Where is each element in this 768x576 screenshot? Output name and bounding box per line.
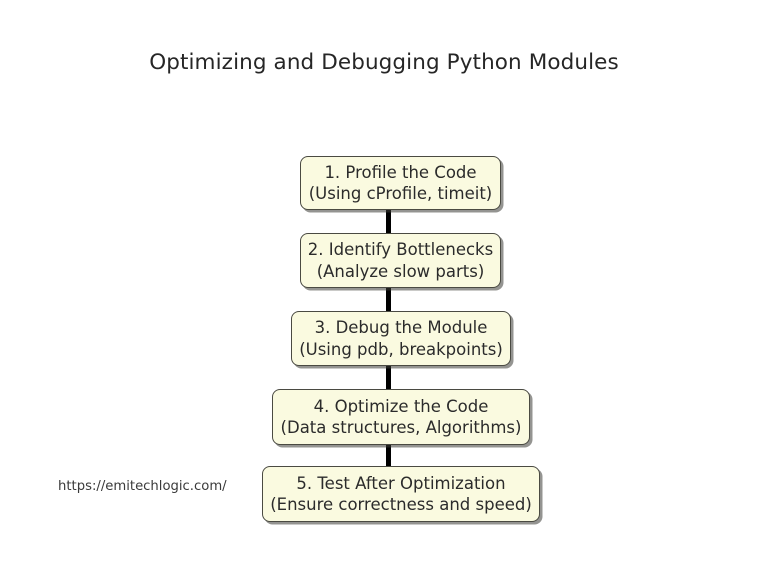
flow-node-step-1[interactable]: 1. Profile the Code (Using cProfile, tim… [300, 156, 501, 210]
flow-node-step-1-secondary-label: (Using cProfile, timeit) [308, 184, 493, 203]
connector-step-2-to-step-3 [386, 286, 391, 313]
flow-node-step-3[interactable]: 3. Debug the Module (Using pdb, breakpoi… [291, 311, 511, 366]
flow-node-step-5-primary-label: 5. Test After Optimization [296, 473, 506, 493]
flow-node-step-2[interactable]: 2. Identify Bottlenecks (Analyze slow pa… [300, 233, 501, 288]
flow-node-step-5[interactable]: 5. Test After Optimization (Ensure corre… [262, 466, 540, 522]
flow-node-step-3-secondary-label: (Using pdb, breakpoints) [299, 339, 503, 359]
connector-step-3-to-step-4 [386, 364, 391, 391]
flow-node-step-1-primary-label: 1. Profile the Code [324, 162, 477, 182]
flow-node-step-4[interactable]: 4. Optimize the Code (Data structures, A… [272, 389, 530, 445]
flow-node-step-4-primary-label: 4. Optimize the Code [313, 396, 489, 416]
page-title: Optimizing and Debugging Python Modules [149, 50, 619, 75]
flow-node-step-5-secondary-label: (Ensure correctness and speed) [270, 495, 532, 514]
flow-node-step-3-primary-label: 3. Debug the Module [314, 318, 488, 338]
source-url-watermark: https://emitechlogic.com/ [58, 479, 227, 494]
flow-node-step-2-secondary-label: (Analyze slow parts) [316, 261, 485, 281]
flow-node-step-4-secondary-label: (Data structures, Algorithms) [280, 418, 522, 437]
connector-step-1-to-step-2 [386, 208, 391, 235]
connector-step-4-to-step-5 [386, 443, 391, 481]
flow-node-step-2-primary-label: 2. Identify Bottlenecks [307, 240, 494, 260]
